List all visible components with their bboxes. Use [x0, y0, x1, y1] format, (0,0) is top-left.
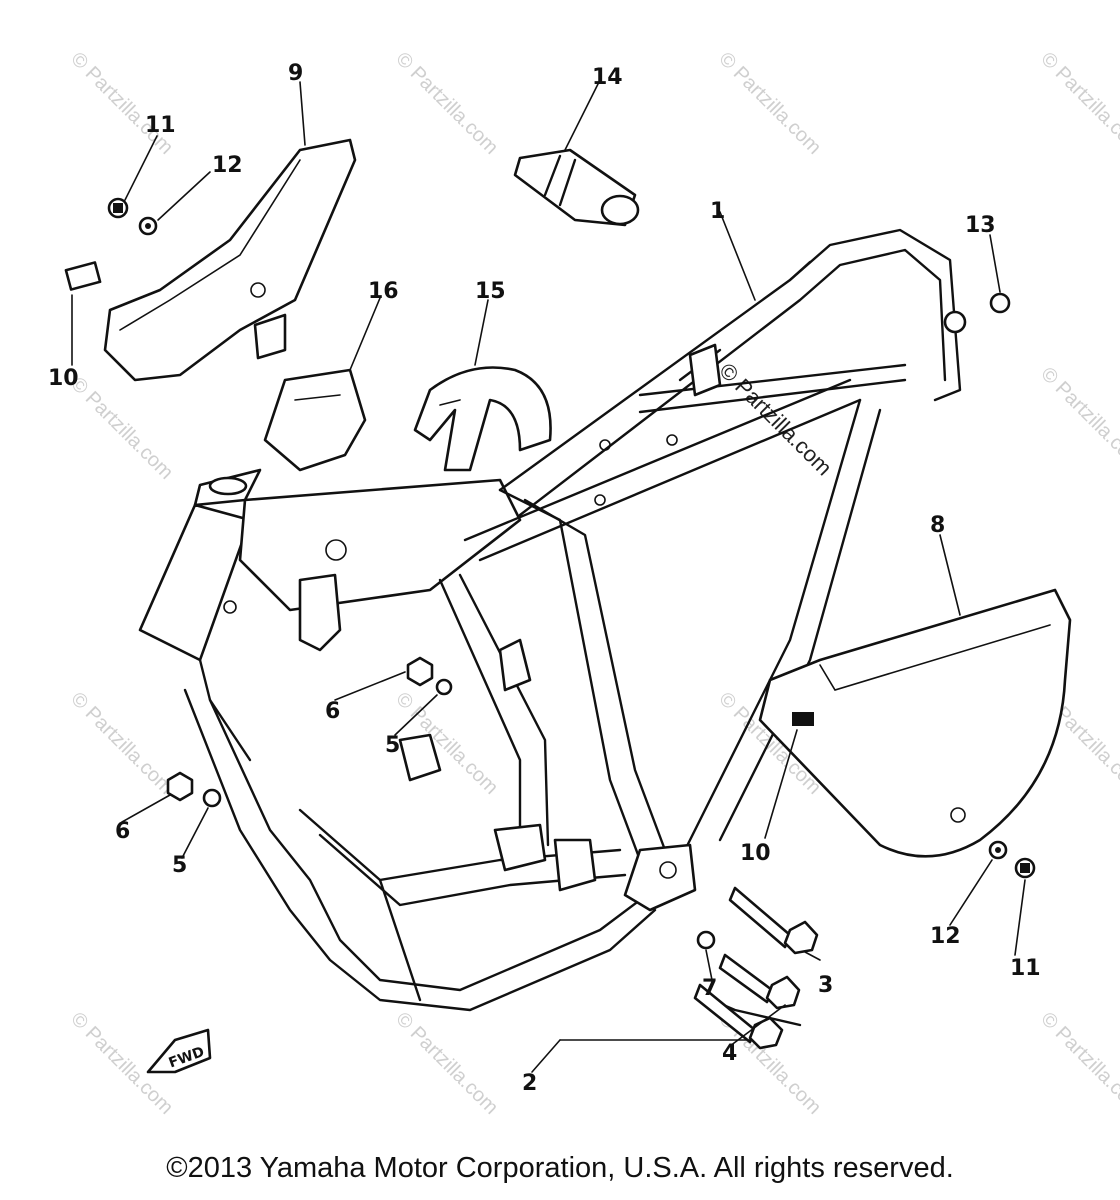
watermark: © Partzilla.com — [66, 373, 177, 484]
callout-label: 9 — [288, 61, 303, 86]
washer-part-5-lower[interactable] — [202, 788, 222, 808]
callout-label: 8 — [930, 513, 945, 538]
side-cover-right-part-8[interactable] — [758, 588, 1072, 858]
watermark: © Partzilla.com — [66, 688, 177, 799]
callout-label: 6 — [115, 819, 130, 844]
watermark: © Partzilla.com — [1036, 363, 1120, 474]
copyright-notice: ©2013 Yamaha Motor Corporation, U.S.A. A… — [166, 1152, 954, 1184]
callout-label: 11 — [1010, 956, 1041, 981]
watermark: © Partzilla.com — [391, 1008, 502, 1119]
callout-label: 14 — [592, 65, 623, 90]
protector-part-16[interactable] — [263, 368, 367, 472]
callout-label: 16 — [368, 279, 399, 304]
callout-label: 2 — [522, 1071, 537, 1096]
callout-label: 11 — [145, 113, 176, 138]
callout-label: 1 — [710, 199, 725, 224]
callout-label: 5 — [385, 733, 400, 758]
callout-label: 4 — [722, 1041, 737, 1066]
watermark: © Partzilla.com — [714, 48, 825, 159]
leader-lines — [71, 79, 1026, 1073]
bolt-part-11-right[interactable] — [1014, 857, 1036, 879]
washer-part-12-left[interactable] — [138, 216, 158, 236]
frame-part-1[interactable] — [138, 228, 967, 1012]
callout-label: 6 — [325, 699, 340, 724]
washer-part-7[interactable] — [696, 930, 716, 950]
side-cover-left-part-9[interactable] — [103, 138, 357, 382]
watermark: © Partzilla.com — [391, 48, 502, 159]
nut-part-6-upper[interactable] — [406, 656, 434, 687]
callout-label: 10 — [740, 841, 771, 866]
damper-part-13[interactable] — [989, 292, 1011, 314]
callout-label: 12 — [930, 924, 961, 949]
emblem-part-10-left[interactable] — [64, 261, 102, 291]
callout-label: 3 — [818, 973, 833, 998]
watermark: © Partzilla.com — [1036, 1008, 1120, 1119]
callout-label: 15 — [475, 279, 506, 304]
nut-part-6-lower[interactable] — [166, 771, 194, 802]
washer-part-12-right[interactable] — [988, 840, 1008, 860]
bolt-part-4[interactable] — [718, 953, 801, 1010]
bolt-part-11-left[interactable] — [107, 197, 129, 219]
watermark: © Partzilla.com — [1036, 48, 1120, 159]
watermark: © Partzilla.com — [66, 48, 177, 159]
callout-label: 10 — [48, 366, 79, 391]
callout-label: 5 — [172, 853, 187, 878]
watermark-center: © Partzilla.com — [714, 358, 837, 481]
callout-label: 12 — [212, 153, 243, 178]
holder-part-15[interactable] — [413, 366, 552, 472]
callout-labels: 1 2 3 4 5 5 6 6 7 8 9 10 10 11 11 12 12 … — [48, 61, 1041, 1096]
callout-label: 13 — [965, 213, 996, 238]
air-duct-part-14[interactable] — [513, 148, 640, 227]
callout-label: 7 — [702, 976, 717, 1001]
bolt-part-3[interactable] — [728, 886, 819, 955]
fwd-arrow-icon: FWD — [146, 1028, 212, 1074]
washer-part-5-upper[interactable] — [435, 678, 453, 696]
